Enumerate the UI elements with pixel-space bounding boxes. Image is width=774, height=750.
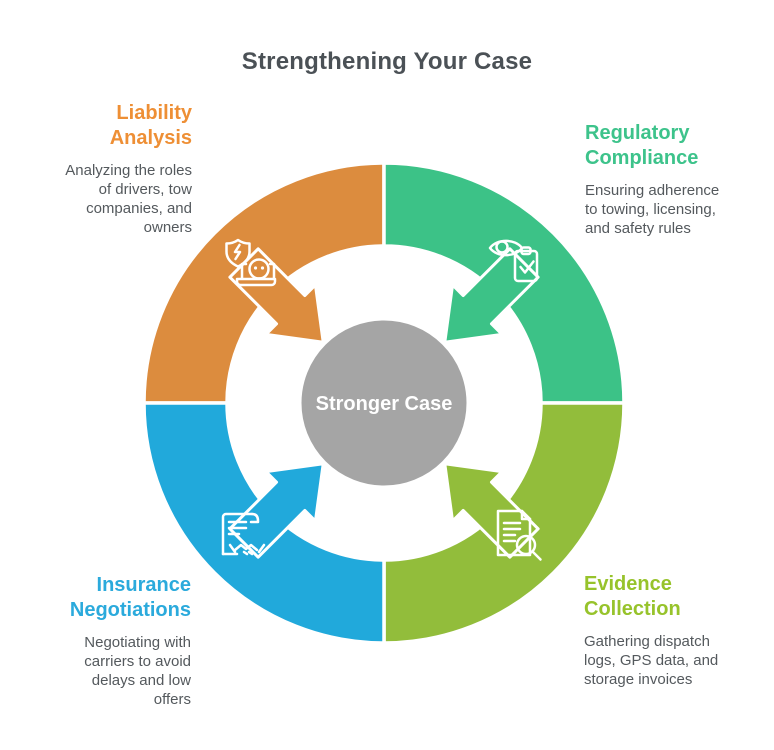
contract-handshake-icon (221, 512, 266, 556)
laptop-bulb-shield-icon (225, 238, 277, 287)
section-evidence-label: Evidence Collection Gathering dispatch l… (584, 572, 764, 689)
section-regulatory-heading: Regulatory Compliance (585, 122, 699, 169)
section-regulatory-description: Ensuring adherence to towing, licensing,… (585, 182, 720, 237)
section-insurance-label: Insurance Negotiations Negotiating with … (28, 573, 191, 709)
center-circle (298, 317, 470, 489)
section-evidence-heading: Evidence Collection (584, 573, 681, 620)
section-insurance-description: Negotiating with carriers to avoid delay… (84, 634, 191, 708)
section-liability-description: Analyzing the roles of drivers, tow comp… (65, 162, 192, 236)
page-title: Strengthening Your Case (241, 48, 533, 75)
section-liability-label: Liability Analysis Analyzing the roles o… (30, 101, 192, 237)
section-liability-heading: Liability Analysis (109, 102, 192, 149)
document-magnifier-icon (496, 509, 542, 561)
center-label: Stronger Case (316, 393, 453, 415)
section-regulatory-label: Regulatory Compliance Ensuring adherence… (585, 121, 763, 238)
section-evidence-description: Gathering dispatch logs, GPS data, and s… (584, 633, 719, 688)
section-insurance-heading: Insurance Negotiations (69, 574, 191, 621)
eye-clipboard-check-icon (488, 239, 539, 283)
